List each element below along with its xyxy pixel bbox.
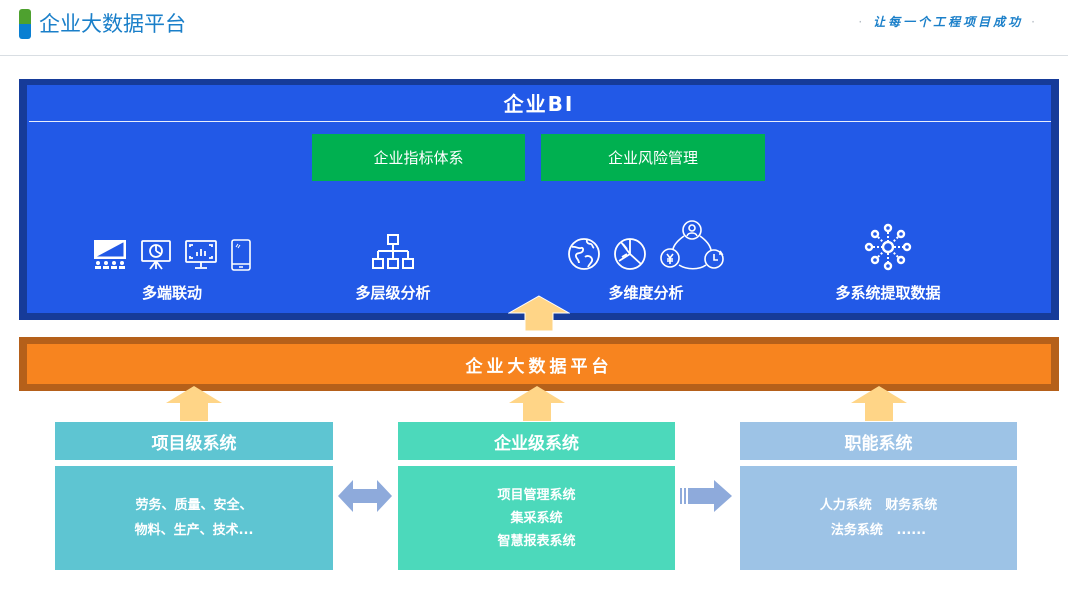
monitor-chart-icon xyxy=(185,240,217,269)
divider xyxy=(29,121,1051,122)
up-arrow-icon xyxy=(508,295,570,331)
projector-audience-icon xyxy=(94,240,126,269)
enterprise-system-body: 项目管理系统 集采系统 智慧报表系统 xyxy=(398,466,675,570)
tablet-icon xyxy=(231,239,251,271)
globe-icon xyxy=(568,238,600,270)
feature-label: 多系统提取数据 xyxy=(835,284,941,302)
system-item-line: 项目管理系统 xyxy=(497,487,576,503)
pie-chart-icon xyxy=(614,238,646,270)
presentation-chart-icon xyxy=(141,240,171,270)
enterprise-bi-panel: 企业BI 企业指标体系 企业风险管理 xyxy=(19,79,1059,320)
up-arrow-icon xyxy=(509,386,565,421)
feature-multi-level: 多层级分析 xyxy=(273,225,513,303)
header: 企业大数据平台 · 让每一个工程项目成功 · xyxy=(0,0,1068,56)
platform-label: 企业大数据平台 xyxy=(27,344,1051,384)
feature-label: 多层级分析 xyxy=(355,284,431,302)
feature-multi-system-extraction: 多系统提取数据 xyxy=(768,223,1008,303)
bidirectional-arrow-icon xyxy=(338,480,392,512)
enterprise-system-header: 企业级系统 xyxy=(398,422,675,460)
project-system-header: 项目级系统 xyxy=(55,422,333,460)
slogan: · 让每一个工程项目成功 · xyxy=(850,12,1046,32)
big-data-platform-panel: 企业大数据平台 xyxy=(19,337,1059,391)
feature-label: 多维度分析 xyxy=(608,284,684,302)
bi-title: 企业BI xyxy=(503,92,575,116)
risk-management-button[interactable]: 企业风险管理 xyxy=(541,134,765,181)
system-item-line: 劳务、质量、安全、 xyxy=(135,498,253,513)
project-system-body: 劳务、质量、安全、 物料、生产、技术... xyxy=(55,466,333,570)
up-arrow-icon xyxy=(166,386,222,421)
right-arrow-icon xyxy=(680,480,732,512)
functional-system-header: 职能系统 xyxy=(740,422,1017,460)
system-item-line: 法务系统 ...... xyxy=(830,523,927,538)
slogan-text: 让每一个工程项目成功 xyxy=(873,15,1024,29)
system-item-line: 智慧报表系统 xyxy=(497,533,576,549)
enterprise-bi-inner: 企业BI 企业指标体系 企业风险管理 xyxy=(27,85,1051,313)
system-item-line: 集采系统 xyxy=(510,510,563,526)
system-item-line: 人力系统 财务系统 xyxy=(819,498,938,513)
feature-multi-terminal: 多端联动 xyxy=(52,225,292,303)
dot-icon: · xyxy=(858,15,866,29)
indicator-system-button[interactable]: 企业指标体系 xyxy=(312,134,525,181)
system-item-line: 物料、生产、技术... xyxy=(134,523,254,538)
app-title: 企业大数据平台 xyxy=(39,12,186,36)
functional-system-body: 人力系统 财务系统 法务系统 ...... xyxy=(740,466,1017,570)
hierarchy-icon xyxy=(372,234,414,269)
dot-icon: · xyxy=(1031,15,1038,29)
feature-label: 多端联动 xyxy=(141,284,202,302)
user-money-time-cycle-icon xyxy=(660,220,724,270)
logo-icon xyxy=(19,9,31,39)
up-arrow-icon xyxy=(851,386,907,421)
feature-multi-dimension: 多维度分析 xyxy=(546,220,746,303)
network-hub-icon xyxy=(864,223,912,271)
